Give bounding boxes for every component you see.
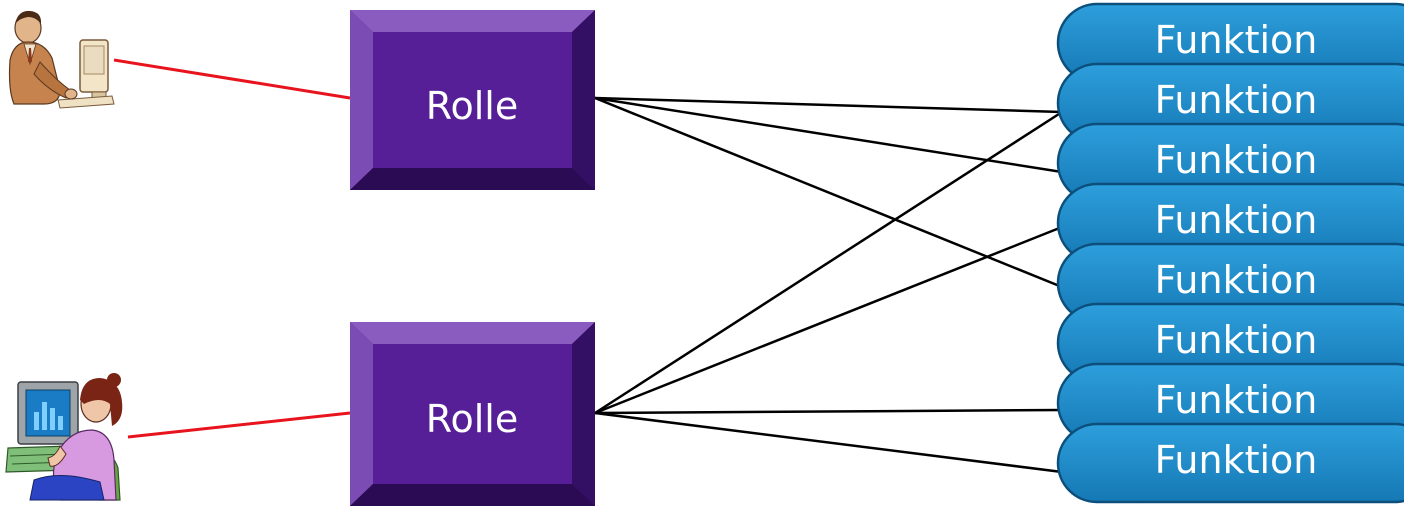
businessman-at-computer-icon [8, 10, 115, 109]
function-label: Funktion [1155, 18, 1318, 62]
function-label: Funktion [1155, 318, 1318, 362]
role-block[interactable]: Rolle [350, 10, 595, 190]
function-label: Funktion [1155, 138, 1318, 182]
function-pill[interactable]: Funktion [1056, 2, 1404, 84]
function-label: Funktion [1155, 378, 1318, 422]
function-pill[interactable]: Funktion [1056, 62, 1404, 144]
links-layer [113, 58, 1063, 474]
function-pill[interactable]: Funktion [1056, 422, 1404, 504]
function-label: Funktion [1155, 258, 1318, 302]
role-function-link [594, 225, 1063, 415]
role-function-link [594, 408, 1063, 415]
function-label: Funktion [1155, 198, 1318, 242]
role-block[interactable]: Rolle [350, 322, 595, 506]
function-pill[interactable]: Funktion [1056, 182, 1404, 264]
role-function-link [594, 96, 1063, 114]
role-function-link [594, 96, 1063, 174]
functions-layer: FunktionFunktionFunktionFunktionFunktion… [1056, 2, 1404, 504]
role-label: Rolle [426, 84, 518, 128]
role-label: Rolle [426, 397, 518, 441]
function-pill[interactable]: Funktion [1056, 242, 1404, 324]
function-label: Funktion [1155, 78, 1318, 122]
role-function-link [594, 110, 1063, 415]
function-label: Funktion [1155, 438, 1318, 482]
woman-at-computer-icon [5, 373, 123, 501]
user-role-link [113, 58, 351, 100]
function-pill[interactable]: Funktion [1056, 302, 1404, 384]
user-role-link [127, 411, 351, 439]
role-function-link [594, 96, 1063, 289]
role-function-link [594, 411, 1063, 474]
function-pill[interactable]: Funktion [1056, 362, 1404, 444]
